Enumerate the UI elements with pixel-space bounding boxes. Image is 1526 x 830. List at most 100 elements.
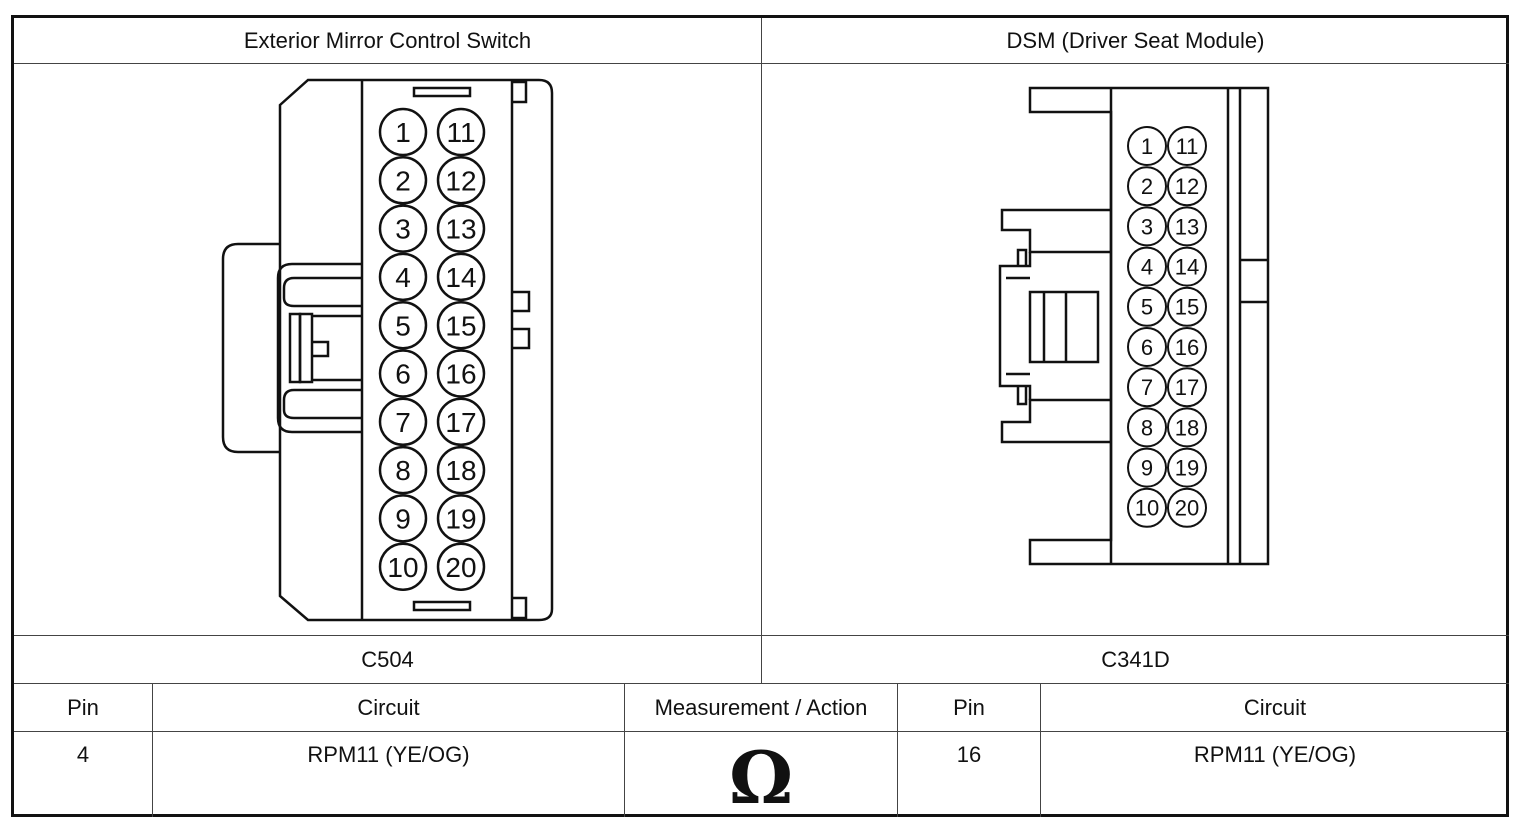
divider-col-1: [152, 684, 153, 817]
pin-label: 2: [1141, 174, 1153, 199]
header-pin-a: Pin: [67, 694, 99, 720]
pin-label: 12: [1175, 174, 1199, 199]
header-pin-b: Pin: [953, 694, 985, 720]
pin-label: 3: [1141, 214, 1153, 239]
diagram-frame: [11, 15, 1509, 817]
pin-circle: [378, 542, 428, 591]
pin-label: 17: [1175, 375, 1199, 400]
pin-circle: [1127, 166, 1167, 207]
pin-circle: [378, 445, 428, 495]
header-measurement-action: Measurement / Action: [654, 694, 868, 720]
pin-label: 18: [445, 455, 476, 486]
pin-label: 16: [1175, 335, 1199, 360]
pin-label: 11: [446, 117, 475, 148]
pin-circle: [378, 252, 428, 302]
header-circuit-b: Circuit: [1243, 694, 1307, 720]
pin-label: 20: [445, 552, 476, 583]
cell-circuit-a: RPM11 (YE/OG): [307, 742, 470, 767]
pin-label: 19: [1175, 456, 1199, 481]
pin-circle: [436, 107, 486, 157]
pin-label: 14: [1175, 255, 1199, 280]
pin-circle: [436, 397, 486, 447]
pin-label: 10: [1135, 496, 1159, 521]
pin-label: 10: [387, 552, 418, 583]
pin-label: 15: [1175, 295, 1199, 320]
pin-circle: [436, 445, 486, 495]
pin-label: 18: [1175, 415, 1199, 440]
divider-col-2: [624, 684, 625, 817]
connector-id-c341d: C341D: [1101, 646, 1170, 672]
pin-circle: [436, 542, 486, 591]
pin-circle: [1167, 166, 1207, 207]
pin-circle: [1167, 126, 1207, 166]
pin-label: 16: [445, 359, 476, 390]
pin-circle: [436, 204, 486, 253]
pin-circle: [1127, 447, 1167, 488]
pin-circle: [1167, 487, 1207, 528]
pin-circle: [1167, 407, 1207, 448]
pin-circle: [378, 156, 428, 205]
pin-label: 4: [395, 262, 411, 293]
pin-label: 5: [395, 310, 411, 341]
pin-label: 20: [1175, 496, 1199, 521]
pin-circle: [1127, 126, 1167, 166]
pin-label: 9: [1141, 456, 1153, 481]
pin-label: 8: [395, 455, 411, 486]
pin-circle: [436, 156, 486, 205]
pin-label: 2: [395, 165, 411, 196]
pin-circle: [1127, 246, 1167, 287]
pin-circle: [436, 300, 486, 350]
pin-circle: [1127, 327, 1167, 367]
pin-label: 15: [445, 310, 476, 341]
pin-circle: [1167, 447, 1207, 488]
pin-circle: [1127, 487, 1167, 528]
divider-col-3: [897, 684, 898, 817]
pin-label: 9: [395, 503, 411, 534]
pin-circle: [1167, 246, 1207, 287]
pin-label: 19: [445, 503, 476, 534]
pin-label: 13: [1175, 214, 1199, 239]
pin-label: 11: [1176, 134, 1199, 159]
pin-circle: [378, 107, 428, 157]
pin-circle: [378, 349, 428, 398]
pin-circle: [378, 300, 428, 350]
pin-circle: [378, 204, 428, 253]
pin-circle: [1127, 367, 1167, 408]
connector-title-right: DSM (Driver Seat Module): [1006, 27, 1265, 53]
divider-col-4: [1040, 684, 1041, 817]
pin-circle: [1167, 367, 1207, 408]
pin-label: 3: [395, 214, 411, 245]
pin-label: 8: [1141, 415, 1153, 440]
pin-circle: [1127, 206, 1167, 247]
pin-label: 6: [1141, 335, 1153, 360]
pin-label: 4: [1141, 255, 1153, 280]
pin-label: 7: [395, 407, 411, 438]
pin-label: 6: [395, 359, 411, 390]
connector-id-c504: C504: [361, 646, 414, 672]
pin-circle: [1127, 407, 1167, 448]
pin-label: 5: [1141, 295, 1153, 320]
pin-circle: [1127, 286, 1167, 327]
pin-label: 1: [395, 117, 411, 148]
pin-label: 12: [445, 165, 476, 196]
pin-label: 1: [1141, 134, 1153, 159]
pin-circle: [378, 494, 428, 543]
pin-label: 7: [1141, 375, 1153, 400]
cell-circuit-b: RPM11 (YE/OG): [1193, 742, 1357, 767]
connector-title-left: Exterior Mirror Control Switch: [243, 27, 532, 53]
pin-label: 13: [445, 214, 476, 245]
ohm-icon: Ω: [728, 735, 794, 820]
pin-circle: [436, 349, 486, 398]
divider-table-header-row: [14, 731, 1509, 732]
cell-pin-b: 16: [956, 742, 982, 767]
pin-circle: [378, 397, 428, 447]
pin-label: 14: [445, 262, 476, 293]
cell-pin-a: 4: [76, 742, 90, 767]
divider-connectors: [761, 18, 762, 684]
pin-circle: [436, 494, 486, 543]
pin-circle: [1167, 286, 1207, 327]
pin-circle: [436, 252, 486, 302]
pin-circle: [1167, 327, 1207, 367]
